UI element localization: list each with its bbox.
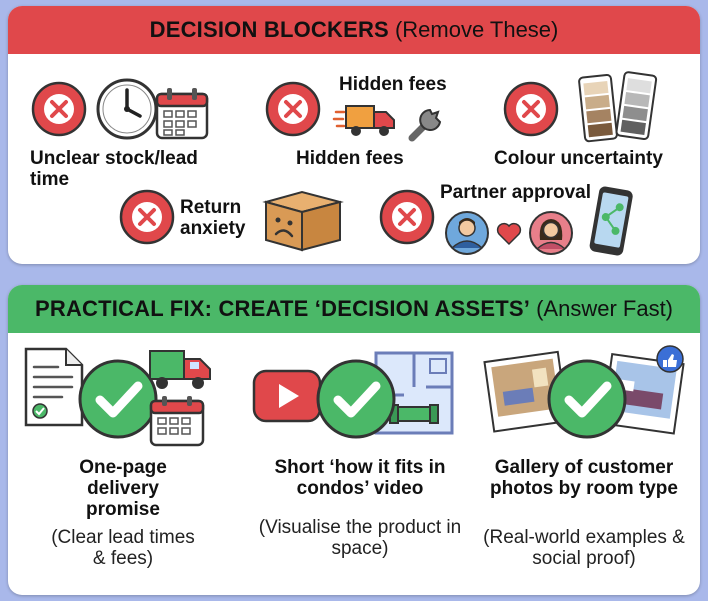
fix-title-video: Short ‘how it fits in condos’ video bbox=[274, 457, 446, 499]
blockers-title: DECISION BLOCKERS bbox=[149, 17, 389, 42]
fix-sub-gallery: (Real-world examples & social proof) bbox=[483, 527, 685, 569]
document-icon bbox=[24, 347, 84, 427]
clock-icon bbox=[96, 78, 158, 140]
blockers-panel: DECISION BLOCKERS (Remove These) Unclear… bbox=[8, 6, 700, 264]
blockers-subtitle: (Remove These) bbox=[394, 17, 559, 42]
x-icon bbox=[31, 81, 87, 137]
blocker-label-return: Return anxiety bbox=[180, 197, 246, 239]
fix-sub-delivery: (Clear lead times & fees) bbox=[51, 527, 195, 569]
fix-sub-video: (Visualise the product in space) bbox=[258, 517, 462, 559]
wrench-icon bbox=[408, 108, 442, 142]
calendar-icon bbox=[149, 396, 205, 447]
check-icon bbox=[78, 359, 158, 439]
x-icon bbox=[119, 189, 175, 245]
blocker-top-label-hidden-fees: Hidden fees bbox=[339, 74, 447, 95]
blocker-label-hidden-fees: Hidden fees bbox=[296, 148, 404, 169]
phone-share-icon bbox=[589, 186, 633, 256]
video-play-icon bbox=[252, 369, 322, 423]
check-icon bbox=[316, 359, 396, 439]
blockers-header: DECISION BLOCKERS (Remove These) bbox=[8, 6, 700, 54]
sad-box-icon bbox=[262, 190, 344, 252]
blocker-label-partner: Partner approval bbox=[440, 182, 591, 203]
x-icon bbox=[379, 189, 435, 245]
check-icon bbox=[547, 359, 627, 439]
blocker-label-colour: Colour uncertainty bbox=[494, 148, 663, 169]
fix-title-gallery: Gallery of customer photos by room type bbox=[490, 457, 678, 499]
calendar-icon bbox=[155, 88, 209, 140]
x-icon bbox=[503, 81, 559, 137]
x-icon bbox=[265, 81, 321, 137]
man-avatar-icon bbox=[445, 211, 489, 255]
woman-avatar-icon bbox=[529, 211, 573, 255]
fixes-header: PRACTICAL FIX: CREATE ‘DECISION ASSETS’ … bbox=[8, 285, 700, 333]
fixes-title: PRACTICAL FIX: CREATE ‘DECISION ASSETS’ bbox=[34, 296, 531, 321]
blocker-label-lead-time: Unclear stock/lead time bbox=[30, 148, 198, 190]
fixes-panel: PRACTICAL FIX: CREATE ‘DECISION ASSETS’ … bbox=[8, 285, 700, 595]
fixes-subtitle: (Answer Fast) bbox=[536, 296, 674, 321]
delivery-truck-icon bbox=[332, 105, 395, 136]
colour-swatches-icon bbox=[578, 71, 658, 143]
delivery-truck-icon bbox=[149, 350, 211, 389]
heart-icon bbox=[496, 222, 522, 246]
fix-title-delivery: One-page delivery promise bbox=[79, 457, 167, 520]
